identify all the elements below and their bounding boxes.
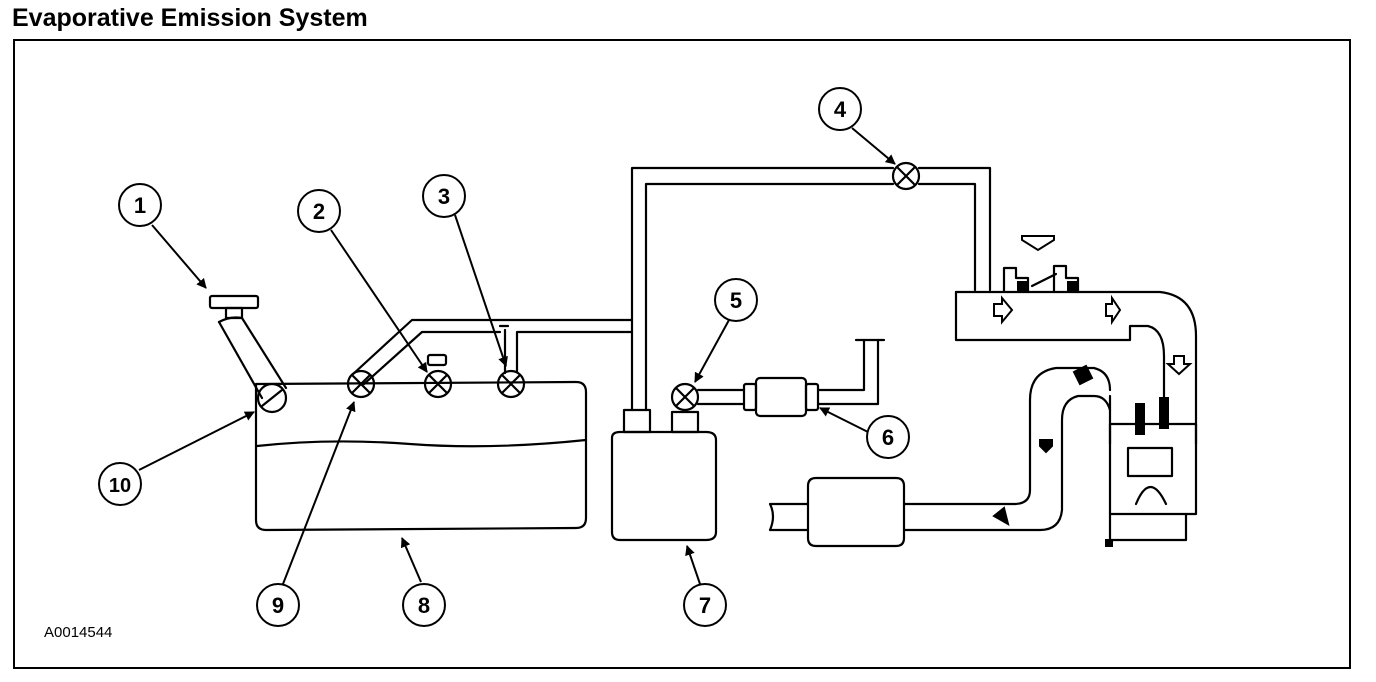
vent-filter: [742, 338, 886, 418]
fill-limiter-valve: [256, 382, 288, 414]
callout-2: 2: [297, 189, 341, 233]
svg-text:5: 5: [730, 288, 742, 313]
svg-text:7: 7: [699, 593, 711, 618]
callout-4: 4: [818, 87, 862, 131]
tank-valve-2: [423, 353, 453, 399]
svg-text:3: 3: [438, 184, 450, 209]
callout-7: 7: [683, 583, 727, 627]
tank-valve-3: [496, 369, 526, 399]
vapor-line-tank: [350, 318, 634, 386]
engine-cylinder: [1108, 422, 1198, 542]
svg-text:1: 1: [134, 193, 146, 218]
purge-line: [630, 166, 992, 412]
leader-lines: [138, 127, 896, 585]
purge-valve: [891, 161, 921, 191]
callout-3: 3: [422, 174, 466, 218]
callout-6: 6: [866, 415, 910, 459]
exhaust-pipe: [902, 366, 1112, 532]
callout-1: 1: [118, 183, 162, 227]
fuel-tank: [254, 380, 588, 532]
svg-text:9: 9: [272, 593, 284, 618]
callout-5: 5: [714, 278, 758, 322]
diagram-title: Evaporative Emission System: [12, 4, 368, 32]
evap-canister: [610, 408, 718, 542]
tank-valve-9: [346, 369, 376, 399]
callout-9: 9: [256, 583, 300, 627]
svg-text:8: 8: [418, 593, 430, 618]
fuel-cap: [208, 294, 260, 310]
diagram-frame: [13, 39, 1351, 669]
canister-vent-valve: [670, 382, 746, 412]
muffler: [768, 476, 906, 548]
callouts: 1 2 3 4 5 6 7 8: [98, 87, 910, 627]
callout-8: 8: [402, 583, 446, 627]
svg-text:6: 6: [882, 425, 894, 450]
callout-10: 10: [98, 462, 142, 506]
filler-pipe: [208, 294, 288, 400]
svg-text:2: 2: [313, 199, 325, 224]
flow-arrows: [992, 235, 1193, 547]
svg-text:10: 10: [109, 475, 131, 497]
figure-id: A0014544: [44, 624, 113, 641]
intake-manifold: [954, 264, 1198, 426]
svg-text:4: 4: [834, 97, 847, 122]
